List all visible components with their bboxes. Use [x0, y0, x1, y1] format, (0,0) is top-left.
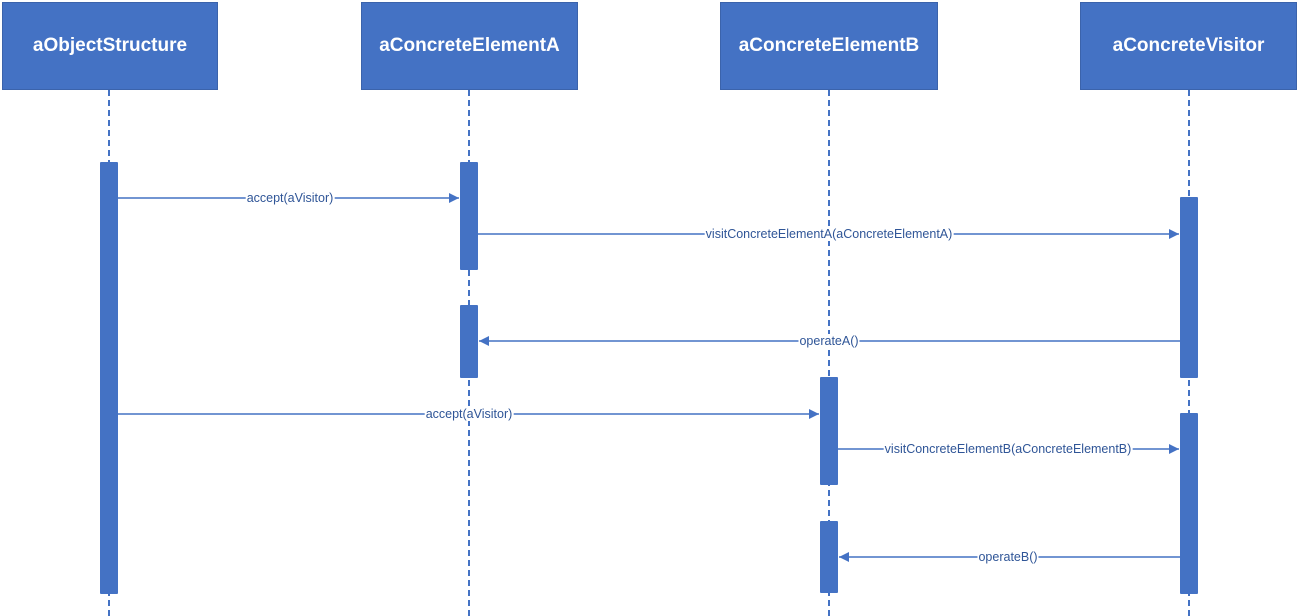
- activation-aconcretevisitor-2: [1180, 413, 1198, 594]
- participant-aconcretevisitor: aConcreteVisitor: [1080, 2, 1297, 90]
- message-label-6: operateB(): [977, 550, 1039, 564]
- activation-aobjectstructure: [100, 162, 118, 594]
- participant-aobjectstructure: aObjectStructure: [2, 2, 218, 90]
- message-label-3: operateA(): [798, 334, 860, 348]
- message-label-4: accept(aVisitor): [424, 407, 514, 421]
- activation-aconcreteelementb-2: [820, 521, 838, 593]
- activation-aconcreteelementa-1: [460, 162, 478, 270]
- lifeline-aconcreteelementb: [828, 90, 830, 616]
- message-label-5: visitConcreteElementB(aConcreteElementB): [883, 442, 1133, 456]
- activation-aconcretevisitor-1: [1180, 197, 1198, 378]
- message-label-2: visitConcreteElementA(aConcreteElementA): [704, 227, 954, 241]
- participant-aconcreteelementa: aConcreteElementA: [361, 2, 578, 90]
- activation-aconcreteelementa-2: [460, 305, 478, 378]
- participant-aconcreteelementb: aConcreteElementB: [720, 2, 938, 90]
- activation-aconcreteelementb-1: [820, 377, 838, 485]
- message-label-1: accept(aVisitor): [245, 191, 335, 205]
